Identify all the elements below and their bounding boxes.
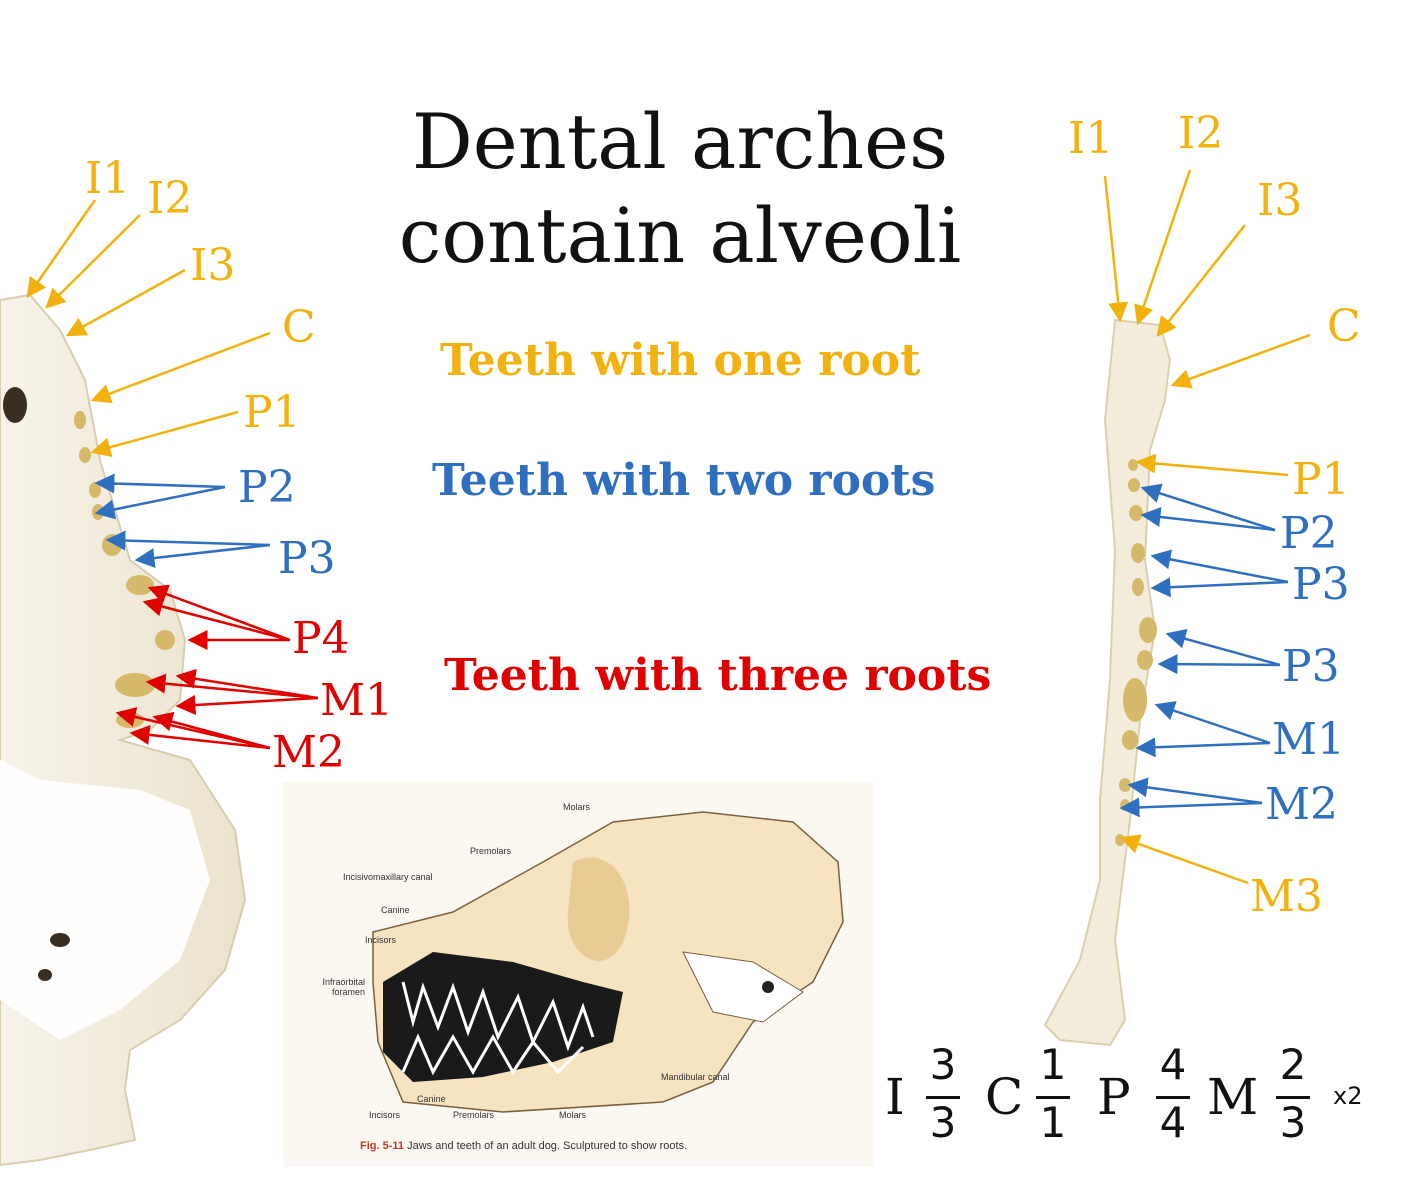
right-label-p2: P2	[1280, 508, 1338, 559]
left-label-i1: I1	[85, 153, 131, 204]
formula-letter-c: C	[985, 1068, 1024, 1126]
right-label-i1: I1	[1068, 113, 1114, 164]
left-label-c: C	[282, 302, 316, 353]
left-label-p3: P3	[278, 533, 336, 584]
figure-caption-text: Jaws and teeth of an adult dog. Sculptur…	[407, 1140, 688, 1152]
figure-caption: Fig. 5-11 Jaws and teeth of an adult dog…	[360, 1140, 687, 1152]
right-label-m2: M2	[1265, 779, 1339, 830]
figure-label-molars-top: Molars	[563, 802, 591, 812]
figure-label-incisors-top: Incisors	[365, 935, 397, 945]
left-label-p1: P1	[243, 387, 301, 438]
right-label-p3: P3	[1292, 559, 1350, 610]
left-label-m1: M1	[320, 675, 394, 726]
figure-caption-number: Fig. 5-11	[360, 1140, 405, 1152]
right-label-p3-second: P3	[1282, 641, 1340, 692]
title-line-1: Dental arches	[411, 97, 949, 186]
right-label-m3: M3	[1250, 871, 1324, 922]
left-label-i3: I3	[190, 240, 236, 291]
figure-label-incisors-bottom: Incisors	[369, 1110, 401, 1120]
legend-two-roots: Teeth with two roots	[432, 455, 936, 506]
legend-one-root: Teeth with one root	[440, 335, 921, 386]
dental-formula: I 3 3 C 1 1 P 4 4 M 2 3 x2	[885, 1040, 1385, 1150]
formula-letter-p: P	[1097, 1068, 1131, 1126]
figure-label-infraorbital-foramen: Infraorbital foramen	[322, 977, 365, 997]
right-label-i2: I2	[1178, 108, 1224, 159]
formula-p-bar	[1156, 1096, 1190, 1099]
dog-skull-drawing	[372, 811, 844, 1113]
formula-multiplier: x2	[1333, 1082, 1363, 1110]
formula-c-upper: 1	[1039, 1040, 1067, 1089]
right-label-m1: M1	[1272, 714, 1346, 765]
left-label-p4: P4	[292, 613, 350, 664]
figure-label-canine-bottom: Canine	[417, 1094, 446, 1104]
formula-p-lower: 4	[1159, 1098, 1187, 1147]
figure-label-premolars-bottom: Premolars	[453, 1110, 495, 1120]
right-label-i3: I3	[1257, 175, 1303, 226]
left-label-p2: P2	[238, 462, 296, 513]
figure-label-mandibular-canal: Mandibular canal	[661, 1072, 730, 1082]
formula-m-lower: 3	[1279, 1098, 1307, 1147]
dog-skull-figure: Molars Premolars Incisivomaxillary canal…	[283, 782, 873, 1167]
formula-m-bar	[1276, 1096, 1310, 1099]
formula-i-lower: 3	[929, 1098, 957, 1147]
figure-label-molars-bottom: Molars	[559, 1110, 587, 1120]
formula-letter-i: I	[885, 1068, 905, 1126]
mandible-illustration	[1043, 318, 1172, 1047]
page-title: Dental arches contain alveoli	[380, 95, 980, 283]
formula-i-upper: 3	[929, 1040, 957, 1089]
formula-i-bar	[926, 1096, 960, 1099]
title-line-2: contain alveoli	[398, 191, 962, 280]
figure-label-canine-top: Canine	[381, 905, 410, 915]
left-label-m2: M2	[272, 727, 346, 778]
left-label-i2: I2	[147, 173, 193, 224]
formula-m-upper: 2	[1279, 1040, 1307, 1089]
figure-label-incisivomaxillary-canal: Incisivomaxillary canal	[343, 872, 433, 882]
formula-letter-m: M	[1207, 1068, 1259, 1126]
figure-label-premolars-top: Premolars	[470, 846, 512, 856]
legend-three-roots: Teeth with three roots	[444, 650, 992, 701]
formula-c-bar	[1036, 1096, 1070, 1099]
right-label-p1: P1	[1292, 454, 1350, 505]
formula-p-upper: 4	[1159, 1040, 1187, 1089]
formula-c-lower: 1	[1039, 1098, 1067, 1147]
right-label-c: C	[1327, 301, 1361, 352]
